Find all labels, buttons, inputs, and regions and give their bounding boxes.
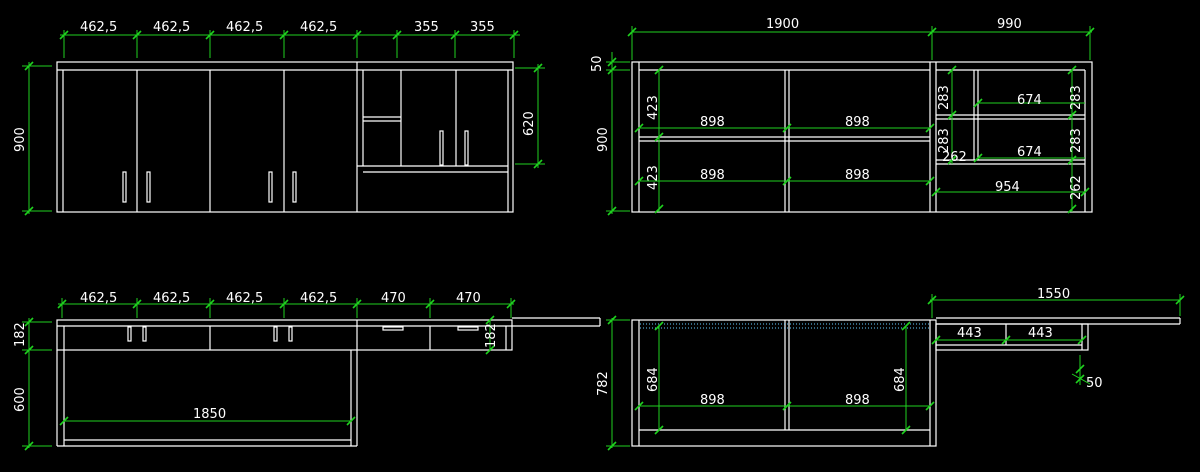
dim-height: 900 — [596, 127, 611, 152]
dim-drawer-w-2: 443 — [1028, 326, 1053, 341]
dim-bottom-h-2: 262 — [1069, 175, 1084, 200]
dim-bottom-w: 954 — [995, 180, 1020, 195]
dim-w3: 462,5 — [226, 291, 263, 306]
dim-shelf-w-2: 898 — [845, 115, 870, 130]
dim-w1: 462,5 — [80, 20, 117, 35]
dim-top-h: 182 — [13, 322, 28, 347]
view-top-left-elevation: 462,5 462,5 462,5 462,5 355 355 900 620 — [13, 20, 545, 216]
dim-w5: 470 — [381, 291, 406, 306]
view-top-right-section: 1900 990 50 900 423 423 898 898 898 898 — [590, 17, 1095, 216]
dim-small-w-1: 674 — [1017, 93, 1042, 108]
dim-height: 900 — [13, 127, 28, 152]
dim-inner-h-right: 684 — [893, 367, 908, 392]
dim-w3: 462,5 — [226, 20, 263, 35]
dim-w5: 355 — [414, 20, 439, 35]
dim-w6: 470 — [456, 291, 481, 306]
dim-small-h-1: 283 — [937, 85, 952, 110]
dim-gap: 50 — [1086, 376, 1103, 391]
dim-lower-h: 600 — [13, 387, 28, 412]
dim-shelf-w-4: 898 — [845, 168, 870, 183]
dim-w2: 462,5 — [153, 291, 190, 306]
view-bottom-left-elevation: 462,5 462,5 462,5 462,5 470 470 182 600 … — [13, 291, 601, 451]
dim-w2: 462,5 — [153, 20, 190, 35]
view-bottom-right-section: 1550 443 443 50 782 684 684 898 — [596, 287, 1185, 451]
dim-bottom-h-1: 262 — [942, 150, 967, 165]
dim-small-h-2: 283 — [937, 128, 952, 153]
dim-span: 1550 — [1037, 287, 1070, 302]
dim-w4: 462,5 — [300, 291, 337, 306]
dim-w1: 462,5 — [80, 291, 117, 306]
dim-total-right: 990 — [997, 17, 1022, 32]
dim-span: 1850 — [193, 407, 226, 422]
dim-shelf-h-lower: 423 — [646, 165, 661, 190]
dim-w6: 355 — [470, 20, 495, 35]
dim-right-h: 182 — [484, 323, 499, 348]
dim-top-gap: 50 — [590, 55, 605, 72]
dim-w4: 462,5 — [300, 20, 337, 35]
dim-shelf-h-upper: 423 — [646, 95, 661, 120]
dim-total-left: 1900 — [766, 17, 799, 32]
dim-small-w-2: 674 — [1017, 145, 1042, 160]
dim-inner-h-left: 684 — [646, 367, 661, 392]
dim-right-height: 620 — [522, 111, 537, 136]
dim-shelf-w-3: 898 — [700, 168, 725, 183]
dim-small-h-4: 283 — [1069, 128, 1084, 153]
dim-height: 782 — [596, 371, 611, 396]
dim-drawer-w-1: 443 — [957, 326, 982, 341]
dim-w1: 898 — [700, 393, 725, 408]
dim-shelf-w-1: 898 — [700, 115, 725, 130]
dim-w2: 898 — [845, 393, 870, 408]
dim-small-h-3: 283 — [1069, 85, 1084, 110]
